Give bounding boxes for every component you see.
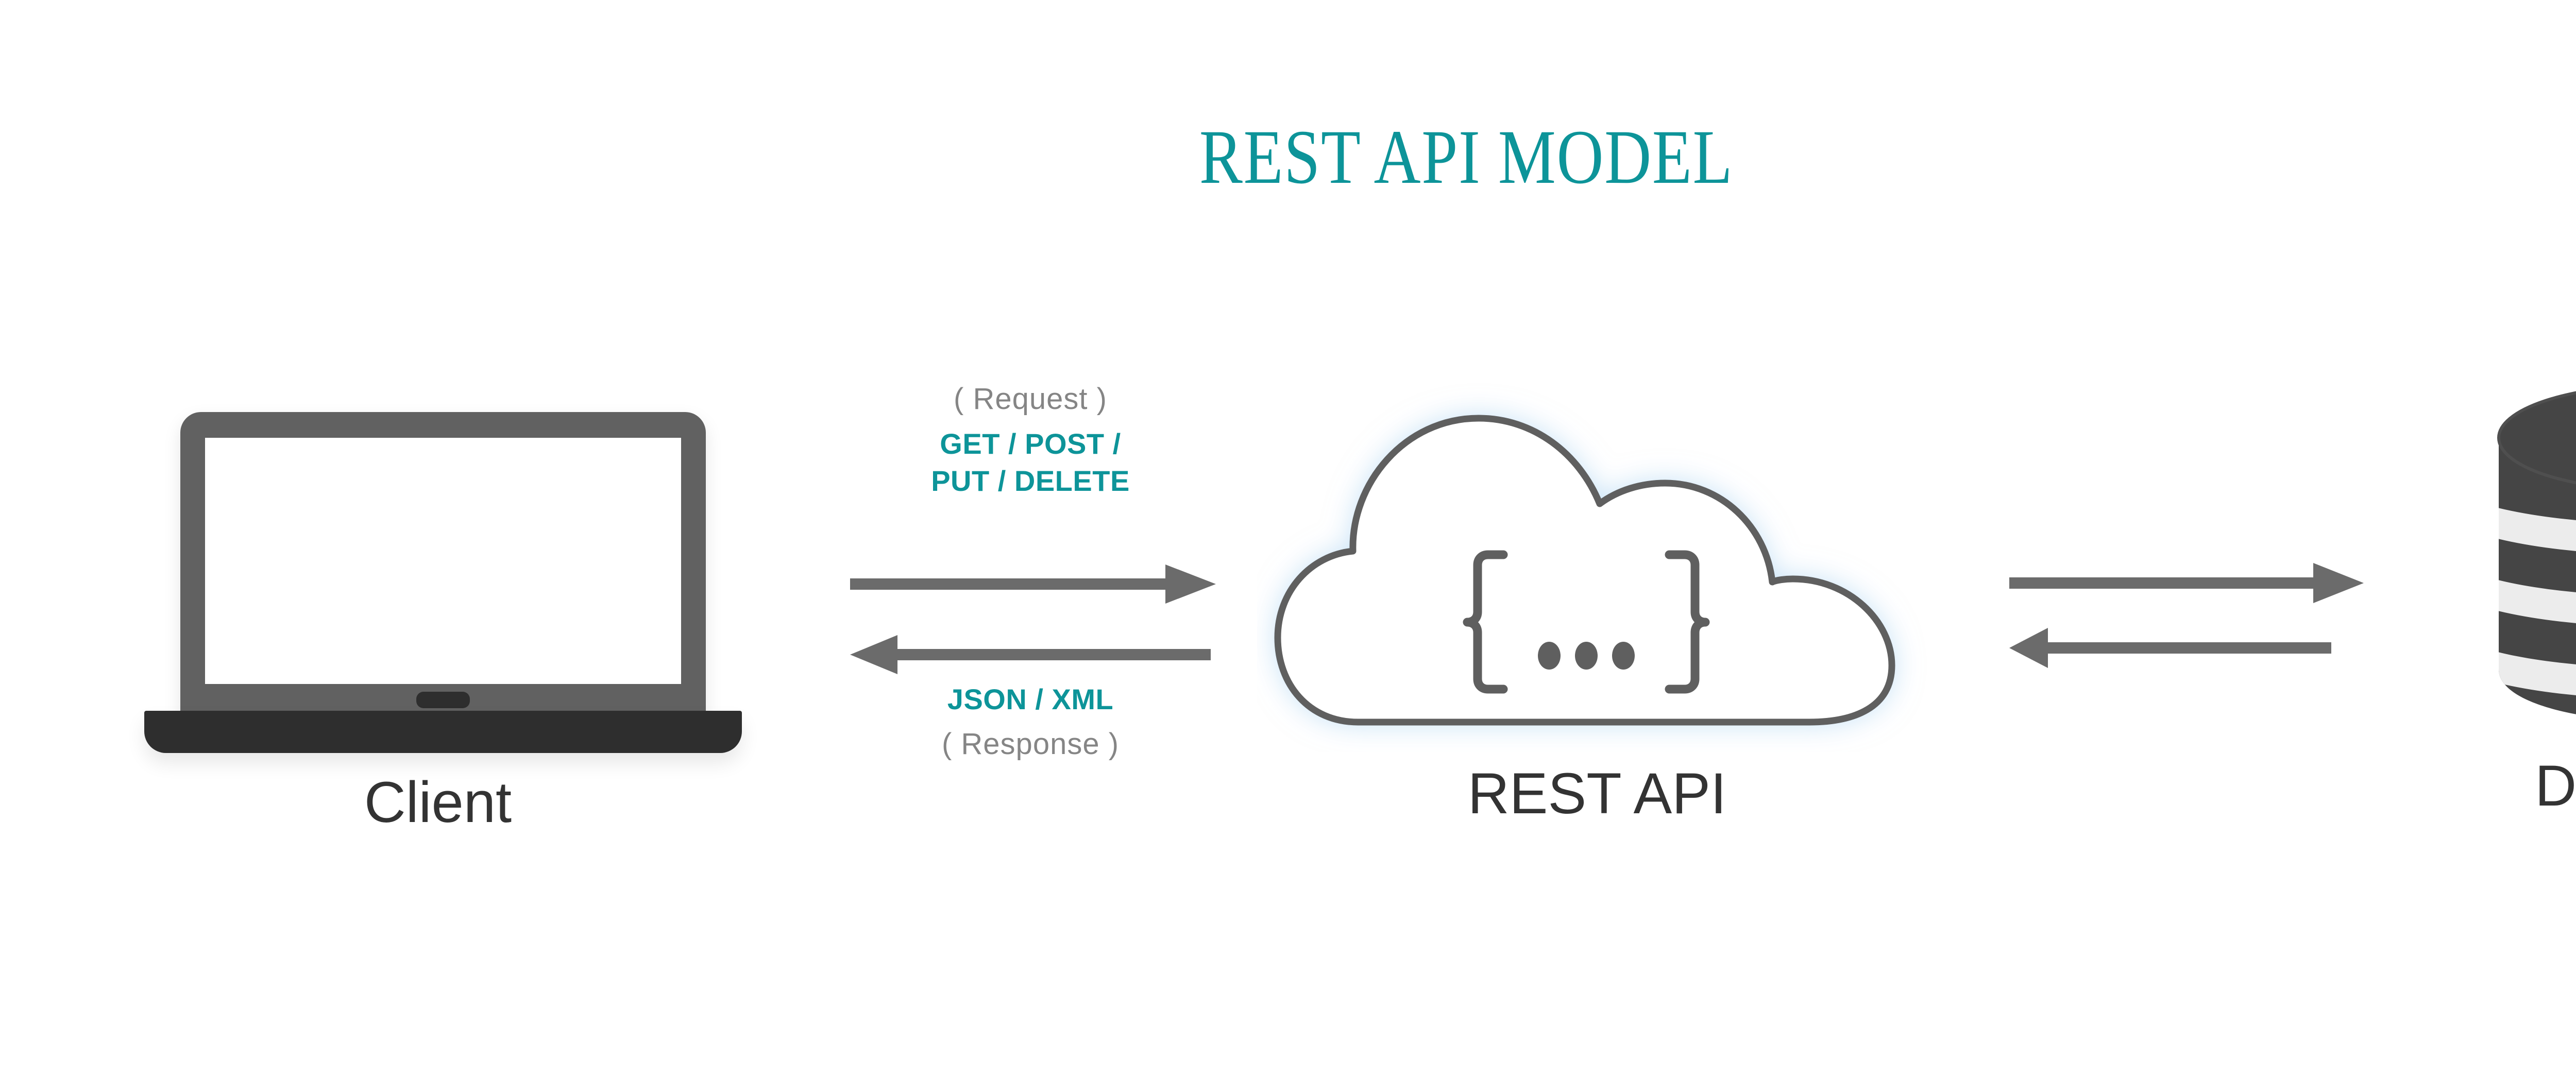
laptop-base (144, 711, 742, 753)
ellipsis-dots-icon (1538, 642, 1635, 670)
database-cylinder-icon (2468, 381, 2576, 742)
node-label-database: Database (2535, 754, 2576, 818)
arrow-pair-api-database (2009, 559, 2421, 677)
database-top-rim (2497, 391, 2576, 485)
right-brace-icon (1665, 550, 1710, 694)
edge-label-response: JSON / XML ( Response ) (840, 681, 1221, 763)
cloud-braces-icon (1257, 381, 1937, 752)
laptop-notch-icon (416, 692, 470, 708)
database-bands (2499, 488, 2576, 699)
database-body (2499, 392, 2576, 714)
request-methods-line-1: GET / POST / (940, 427, 1121, 460)
arrow-request-right (850, 564, 1216, 604)
node-client: Client (77, 391, 799, 831)
request-paren-label: ( Request ) (954, 382, 1107, 416)
response-paren-label: ( Response ) (941, 727, 1120, 761)
arrow-pair-client-api (850, 561, 1221, 680)
node-label-rest-api: REST API (1467, 761, 1727, 826)
laptop-icon (77, 391, 799, 753)
page-title: REST API MODEL (1199, 114, 1734, 200)
response-format-label: JSON / XML (947, 683, 1114, 715)
node-database: Database (2468, 381, 2576, 834)
node-rest-api: REST API (1257, 381, 1937, 834)
cloud-outline (1274, 415, 1895, 726)
left-brace-icon (1463, 550, 1508, 694)
edge-label-request: ( Request ) GET / POST / PUT / DELETE (840, 380, 1221, 500)
request-methods-line-2: PUT / DELETE (931, 464, 1130, 497)
arrow-to-database-right (2009, 563, 2364, 603)
arrow-response-left (850, 635, 1211, 674)
laptop-screen (205, 438, 681, 684)
arrow-from-database-left (2009, 628, 2331, 668)
node-label-client: Client (364, 770, 512, 834)
